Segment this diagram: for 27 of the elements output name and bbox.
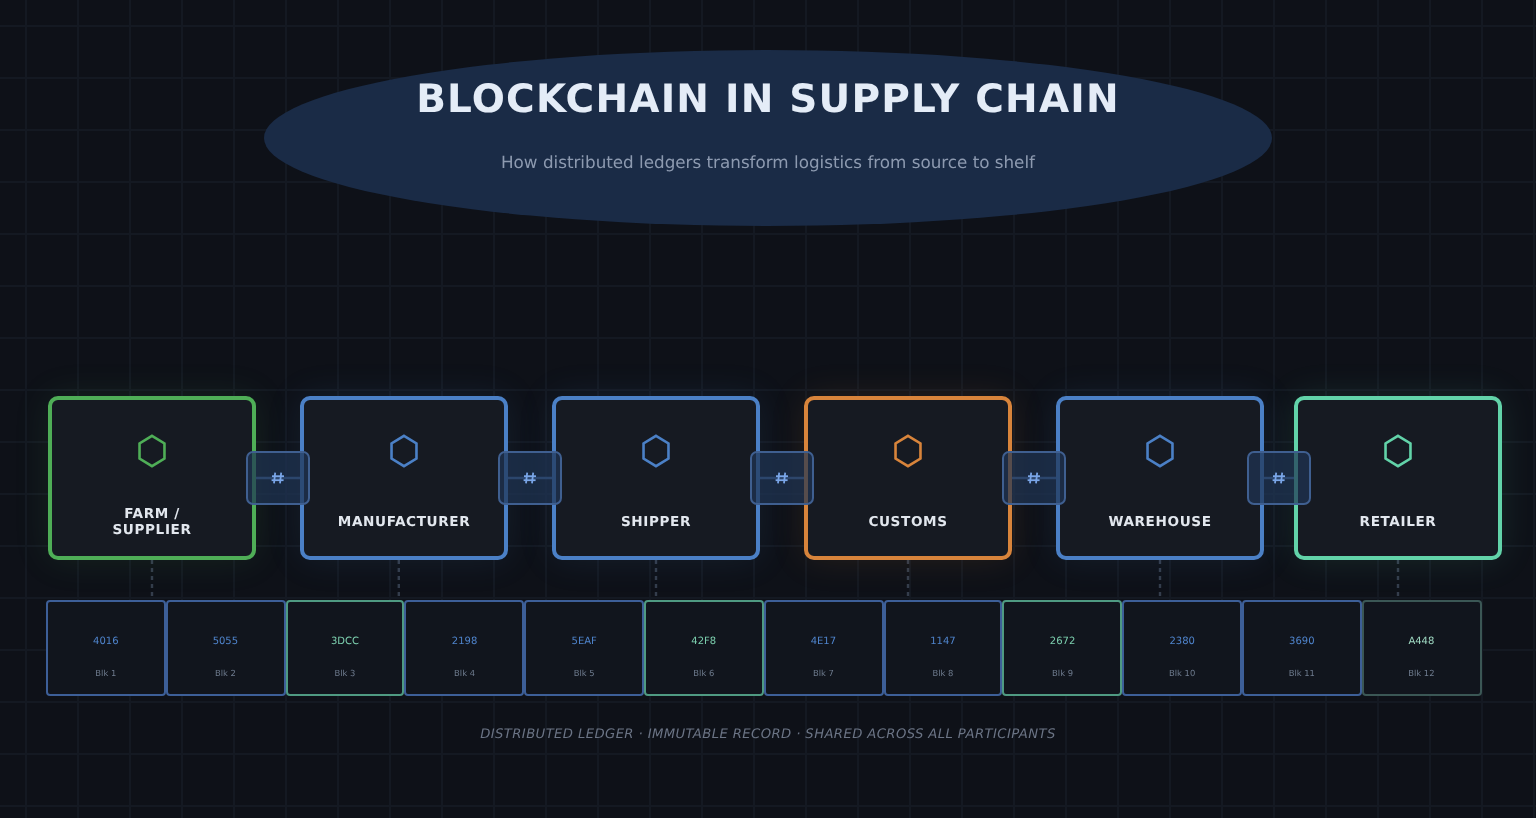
ledger-block	[165, 600, 286, 696]
ledger-block	[1361, 600, 1482, 696]
ledger-block	[883, 600, 1003, 696]
dashed-connector	[1158, 560, 1162, 600]
ledger-block	[46, 600, 166, 696]
dashed-connector	[150, 560, 154, 600]
stage-box	[48, 396, 256, 560]
subtitle-text: How distributed ledgers transform logistics from source to shelf	[501, 152, 1035, 172]
stage-box	[1294, 396, 1502, 560]
stage-box	[1056, 396, 1264, 560]
stage-box	[804, 396, 1012, 560]
ledger-block	[1242, 600, 1362, 696]
ledger-block	[285, 600, 405, 696]
ledger-block	[404, 600, 525, 696]
ledger-block	[644, 600, 764, 696]
stage-box	[552, 396, 760, 560]
dashed-connector	[654, 560, 658, 600]
dashed-connector	[397, 560, 400, 600]
dashed-connector	[1396, 560, 1400, 600]
ledger-block	[1002, 600, 1123, 696]
ledger-block	[763, 600, 884, 696]
title-text: BLOCKCHAIN IN SUPPLY CHAIN	[416, 76, 1120, 122]
ledger-block	[524, 600, 644, 696]
title-ellipse	[264, 50, 1272, 226]
ledger-block	[1122, 600, 1242, 696]
stage-box	[300, 396, 508, 560]
dashed-connector	[906, 560, 910, 600]
